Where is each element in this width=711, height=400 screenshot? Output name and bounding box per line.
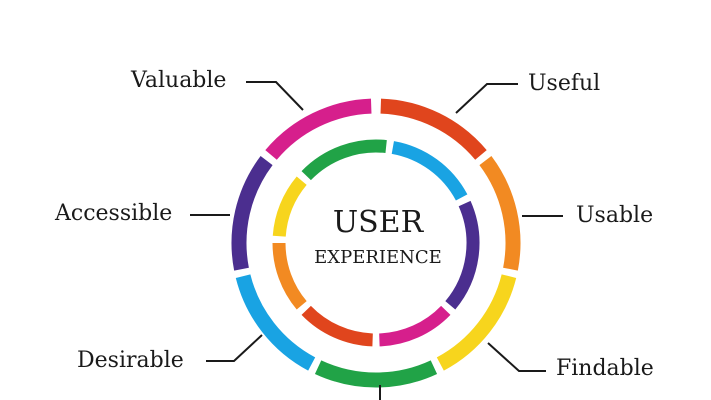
label-desirable: Desirable <box>77 348 184 373</box>
outer-segment-valuable <box>265 98 372 160</box>
center-title-experience: EXPERIENCE <box>314 247 442 268</box>
outer-segment-usable <box>479 156 521 271</box>
inner-segment-credible <box>301 139 387 181</box>
inner-segment-useful <box>301 305 374 347</box>
outer-segment-credible <box>314 360 438 388</box>
label-accessible: Accessible <box>55 201 173 226</box>
outer-segment-findable <box>436 274 517 371</box>
label-valuable: Valuable <box>131 68 227 93</box>
label-findable: Findable <box>556 356 654 381</box>
inner-segment-findable <box>272 176 307 237</box>
connector-line-valuable <box>246 81 304 111</box>
inner-segment-usable <box>272 242 307 310</box>
outer-segment-accessible <box>231 156 273 271</box>
inner-segment-valuable <box>378 305 451 347</box>
outer-segment-useful <box>380 98 487 160</box>
connector-line-useful <box>455 83 518 114</box>
outer-segment-desirable <box>235 274 316 371</box>
connector-line-desirable <box>206 334 263 362</box>
center-title-user: USER <box>332 205 424 240</box>
label-useful: Useful <box>528 71 601 96</box>
inner-segment-desirable <box>391 141 468 201</box>
label-usable: Usable <box>576 203 654 228</box>
inner-ring <box>272 139 480 347</box>
inner-segment-accessible <box>445 200 480 310</box>
connector-line-findable <box>487 342 546 372</box>
outer-ring <box>231 98 521 388</box>
connector-lines <box>190 81 563 400</box>
